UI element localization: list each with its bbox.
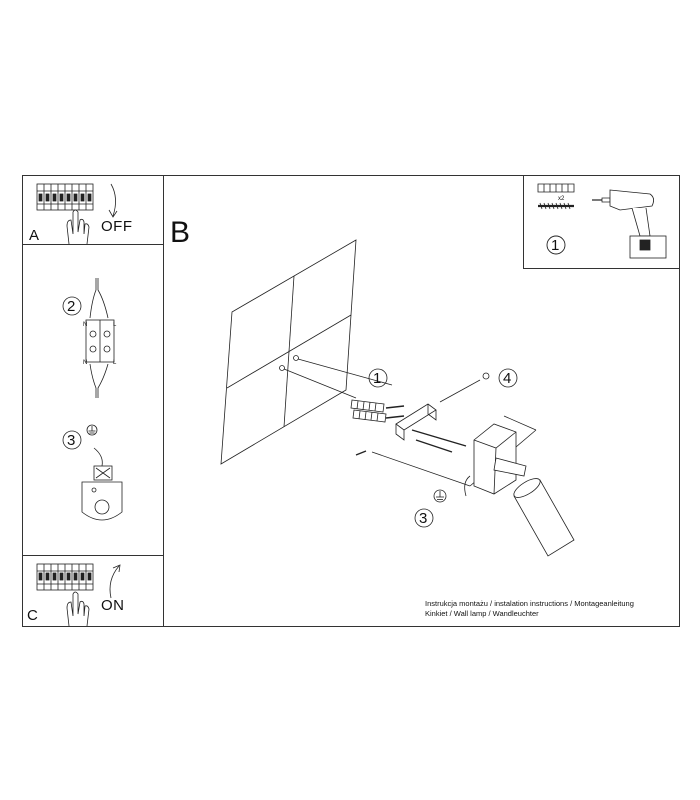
caption-line-1: Instrukcja montażu / instalation instruc… — [425, 599, 634, 608]
wire-l-bottom-label: L — [113, 360, 117, 366]
tools-step-number: 1 — [551, 237, 560, 254]
breaker-on-illustration — [36, 563, 121, 627]
panel-a-switch-off: A OFF — [22, 175, 164, 245]
wire-l-top-label: L — [113, 322, 117, 328]
wiring-step-number: 2 — [67, 298, 76, 315]
panel-a-letter: A — [29, 227, 40, 244]
quantity-label: x2 — [558, 196, 565, 202]
tools-illustration — [537, 183, 667, 259]
wire-n-top-label: N — [83, 322, 88, 328]
tools-panel: x2 1 — [523, 175, 680, 269]
panel-c-switch-on: C ON — [22, 555, 164, 627]
panel-b-letter: B — [170, 216, 191, 249]
wire-n-bottom-label: N — [83, 360, 88, 366]
caption-line-2: Kinkiet / Wall lamp / Wandleuchter — [425, 609, 539, 618]
lamp-ground-step-number: 3 — [419, 510, 428, 527]
off-label: OFF — [101, 218, 133, 235]
on-label: ON — [101, 597, 125, 614]
ground-step-number: 3 — [67, 432, 76, 449]
breaker-off-illustration — [36, 183, 118, 245]
left-column-divider — [163, 245, 164, 555]
instruction-sheet-frame — [22, 175, 680, 627]
panel-c-letter: C — [27, 607, 38, 624]
screw-step-number: 4 — [503, 370, 512, 387]
anchor-step-number: 1 — [373, 370, 382, 387]
